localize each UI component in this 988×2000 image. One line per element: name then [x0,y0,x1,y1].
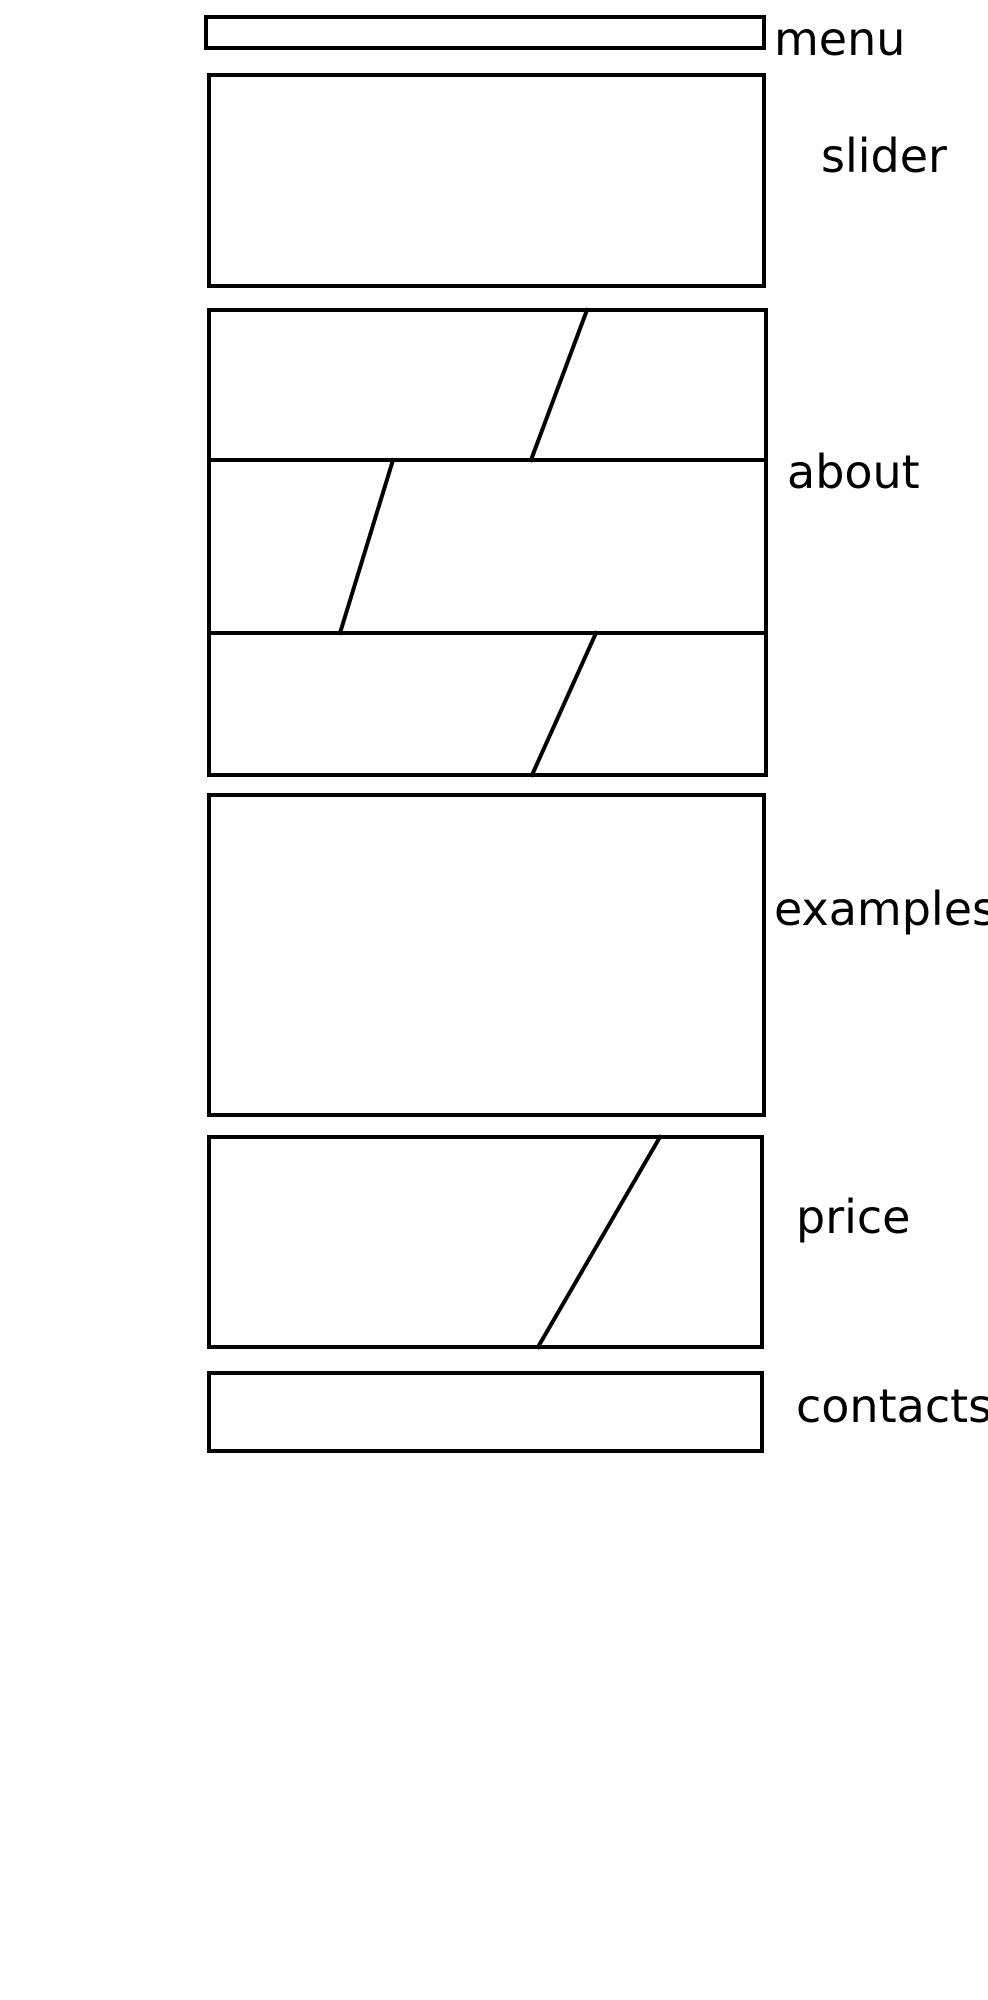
price-slant [535,1134,663,1350]
menu-label: menu [774,12,905,66]
menu-box [204,15,766,50]
slider-box [207,73,766,288]
examples-box [207,793,766,1117]
about-label: about [787,445,920,499]
price-label: price [796,1190,910,1244]
about-slant-1 [528,307,590,463]
about-slant-2 [337,457,396,636]
slider-label: slider [821,129,947,183]
price-box [207,1135,764,1349]
examples-label: examples [774,882,988,936]
about-slant-3 [529,630,599,778]
about-box [207,308,768,777]
contacts-label: contacts [796,1379,988,1433]
contacts-box [207,1371,764,1453]
